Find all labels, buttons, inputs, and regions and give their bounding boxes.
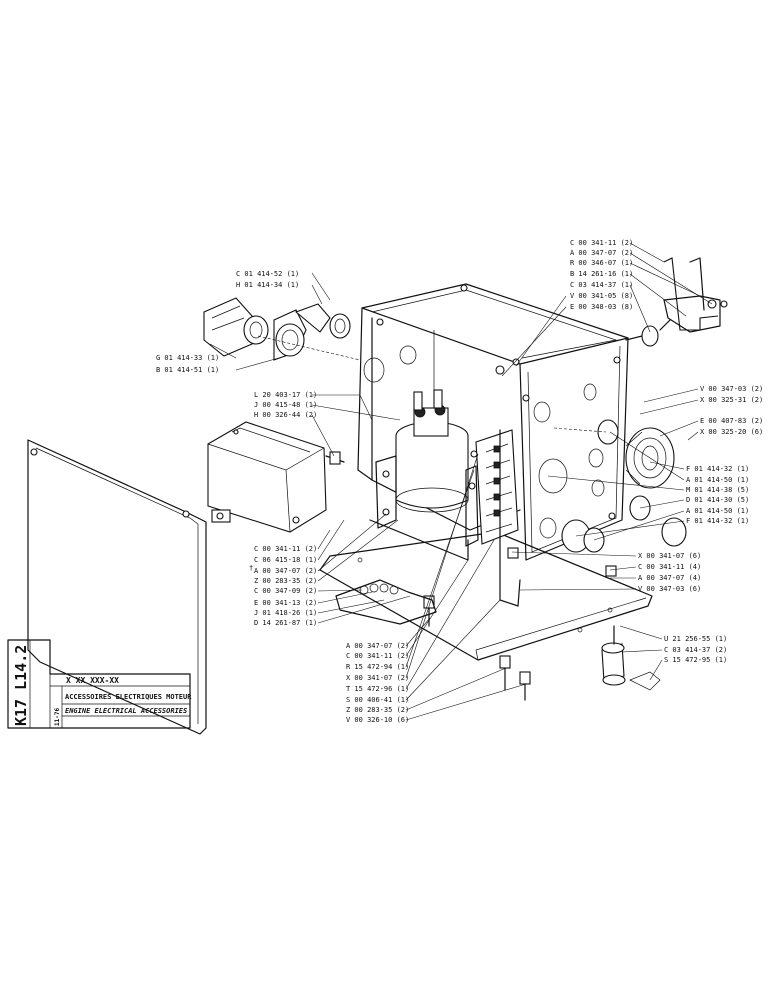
solenoid-relay	[369, 389, 469, 561]
part-label: R 15 472-94 (1)	[346, 663, 409, 671]
title-english: ENGINE ELECTRICAL ACCESSORIES	[65, 707, 187, 715]
part-number: X XX XXX-XX	[66, 676, 119, 685]
part-label: A 00 347-07 (4)	[638, 574, 701, 582]
part-label: X 00 325-20 (6)	[700, 428, 763, 436]
part-label: L 20 403-17 (1)	[254, 391, 317, 399]
right-side-glands	[553, 419, 687, 553]
anti-vibration-mount	[601, 625, 661, 691]
part-label: H 00 326-44 (2)	[254, 411, 317, 419]
part-label: B 14 261-16 (1)	[570, 270, 633, 278]
part-label: E 00 348-03 (8)	[570, 303, 633, 311]
part-label: C 00 347-09 (2)	[254, 587, 317, 595]
part-label: A 00 347-07 (2)	[254, 567, 317, 575]
part-label: J 00 415-48 (1)	[254, 401, 317, 409]
part-label: A 00 347-07 (2)	[570, 249, 633, 257]
title-french: ACCESSOIRES ELECTRIQUES MOTEUR	[65, 693, 192, 701]
part-label: R 00 346-07 (1)	[570, 259, 633, 267]
part-label: S 00 406-41 (1)	[346, 696, 409, 704]
part-label: B 01 414-51 (1)	[156, 366, 219, 374]
part-label: J 01 418-26 (1)	[254, 609, 317, 617]
part-label: A 01 414-50 (1)	[686, 476, 749, 484]
base-plate	[319, 531, 653, 661]
part-label: C 06 415-18 (1)	[254, 556, 317, 564]
part-label: Z 00 283-35 (2)	[346, 706, 409, 714]
part-label: M 01 414-38 (5)	[686, 486, 749, 494]
title-block: K17 L14.2 X XX XXX-XX 11-76 ACCESSOIRES …	[7, 639, 192, 729]
cable-harness	[335, 579, 437, 625]
revision-date: 11-76	[54, 708, 61, 726]
part-label: F 01 414-32 (1)	[686, 465, 749, 473]
part-label: T 15 472-96 (1)	[346, 685, 409, 693]
part-labels: C 01 414-52 (1) H 01 414-34 (1) G 01 414…	[156, 239, 763, 724]
part-label: C 00 341-11 (2)	[570, 239, 633, 247]
part-label: V 00 347-03 (2)	[700, 385, 763, 393]
mounting-bracket	[625, 257, 728, 347]
part-label: D 01 414-30 (5)	[686, 496, 749, 504]
part-label: X 00 341-07 (6)	[638, 552, 701, 560]
part-label: S 15 472-95 (1)	[664, 656, 727, 664]
part-label: C 03 414-37 (1)	[570, 281, 633, 289]
part-label: C 03 414-37 (2)	[664, 646, 727, 654]
part-label: V 00 326-10 (6)	[346, 716, 409, 724]
part-label: E 00 407-83 (2)	[700, 417, 763, 425]
part-label: H 01 414-34 (1)	[236, 281, 299, 289]
part-label: C 01 414-52 (1)	[236, 270, 299, 278]
part-label: Z 00 283-35 (2)	[254, 577, 317, 585]
cable-glands	[203, 297, 361, 361]
terminal-strip	[465, 429, 521, 607]
junction-box	[207, 421, 345, 533]
part-label: V 00 341-05 (8)	[570, 292, 633, 300]
part-label: D 14 261-87 (1)	[254, 619, 317, 627]
part-label: G 01 414-33 (1)	[156, 354, 219, 362]
part-label: A 00 347-07 (2)	[346, 642, 409, 650]
part-label: X 00 325-31 (2)	[700, 396, 763, 404]
part-label: F 01 414-32 (1)	[686, 517, 749, 525]
box-lid-panel	[27, 439, 207, 735]
part-label: E 00 341-13 (2)	[254, 599, 317, 607]
part-label: V 00 347-03 (6)	[638, 585, 701, 593]
part-label: X 00 341-07 (2)	[346, 674, 409, 682]
leader-lines	[209, 242, 713, 721]
part-label: C 00 341-11 (2)	[346, 652, 409, 660]
hex-bolts	[423, 547, 617, 701]
part-label: U 21 256-55 (1)	[664, 635, 727, 643]
drawing-code: K17 L14.2	[12, 645, 30, 726]
part-label: C 00 341-11 (4)	[638, 563, 701, 571]
dagger-mark: †	[249, 564, 253, 572]
part-label: A 01 414-50 (1)	[686, 507, 749, 515]
part-label: C 00 341-11 (2)	[254, 545, 317, 553]
